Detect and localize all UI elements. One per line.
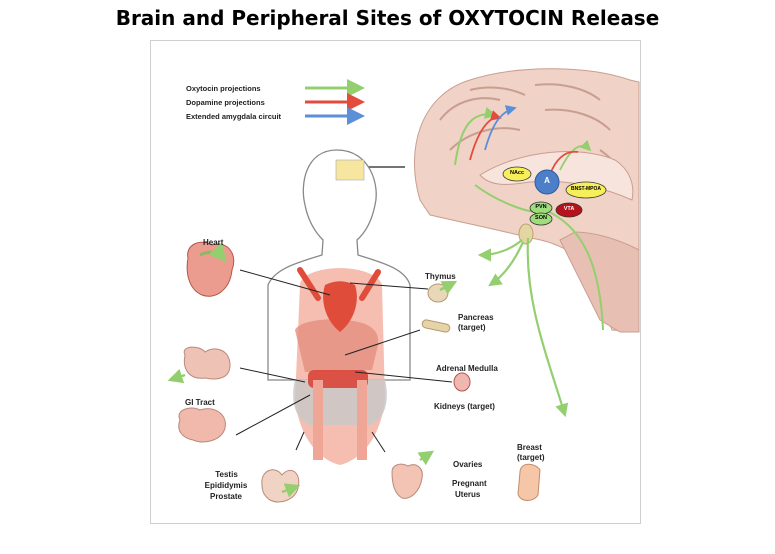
pancreas-label: Pancreas (target) [458,313,508,333]
breast-label: Breast (target) [517,443,557,463]
gi-tract-label: GI Tract [185,398,215,408]
kidneys-label: Kidneys (target) [434,402,495,412]
uterus-label: Uterus [455,490,480,500]
ovaries-label: Ovaries [453,460,482,470]
epididymis-label: Epididymis [194,481,258,491]
legend-amygdala-label: Extended amygdala circuit [186,112,281,121]
legend-arrows [305,88,362,116]
nucleus-nacc-label: NAcc [503,170,531,176]
legend-oxytocin-label: Oxytocin projections [186,84,261,93]
thymus-label: Thymus [425,272,456,282]
pregnant-label: Pregnant [452,479,487,489]
testis-label: Testis [204,470,249,480]
nucleus-son-label: SON [530,215,552,221]
heart-label: Heart [203,238,223,248]
adrenal-medulla-label: Adrenal Medulla [436,364,498,374]
nucleus-pvn-label: PVN [530,204,552,210]
prostate-label: Prostate [196,492,256,502]
human-body [268,150,410,465]
nucleus-amygdala-label: A [537,176,557,185]
legend-dopamine-label: Dopamine projections [186,98,265,107]
nucleus-vta-label: VTA [556,206,582,212]
nucleus-bnst-mpoa-label: BNST-MPOA [566,186,606,192]
